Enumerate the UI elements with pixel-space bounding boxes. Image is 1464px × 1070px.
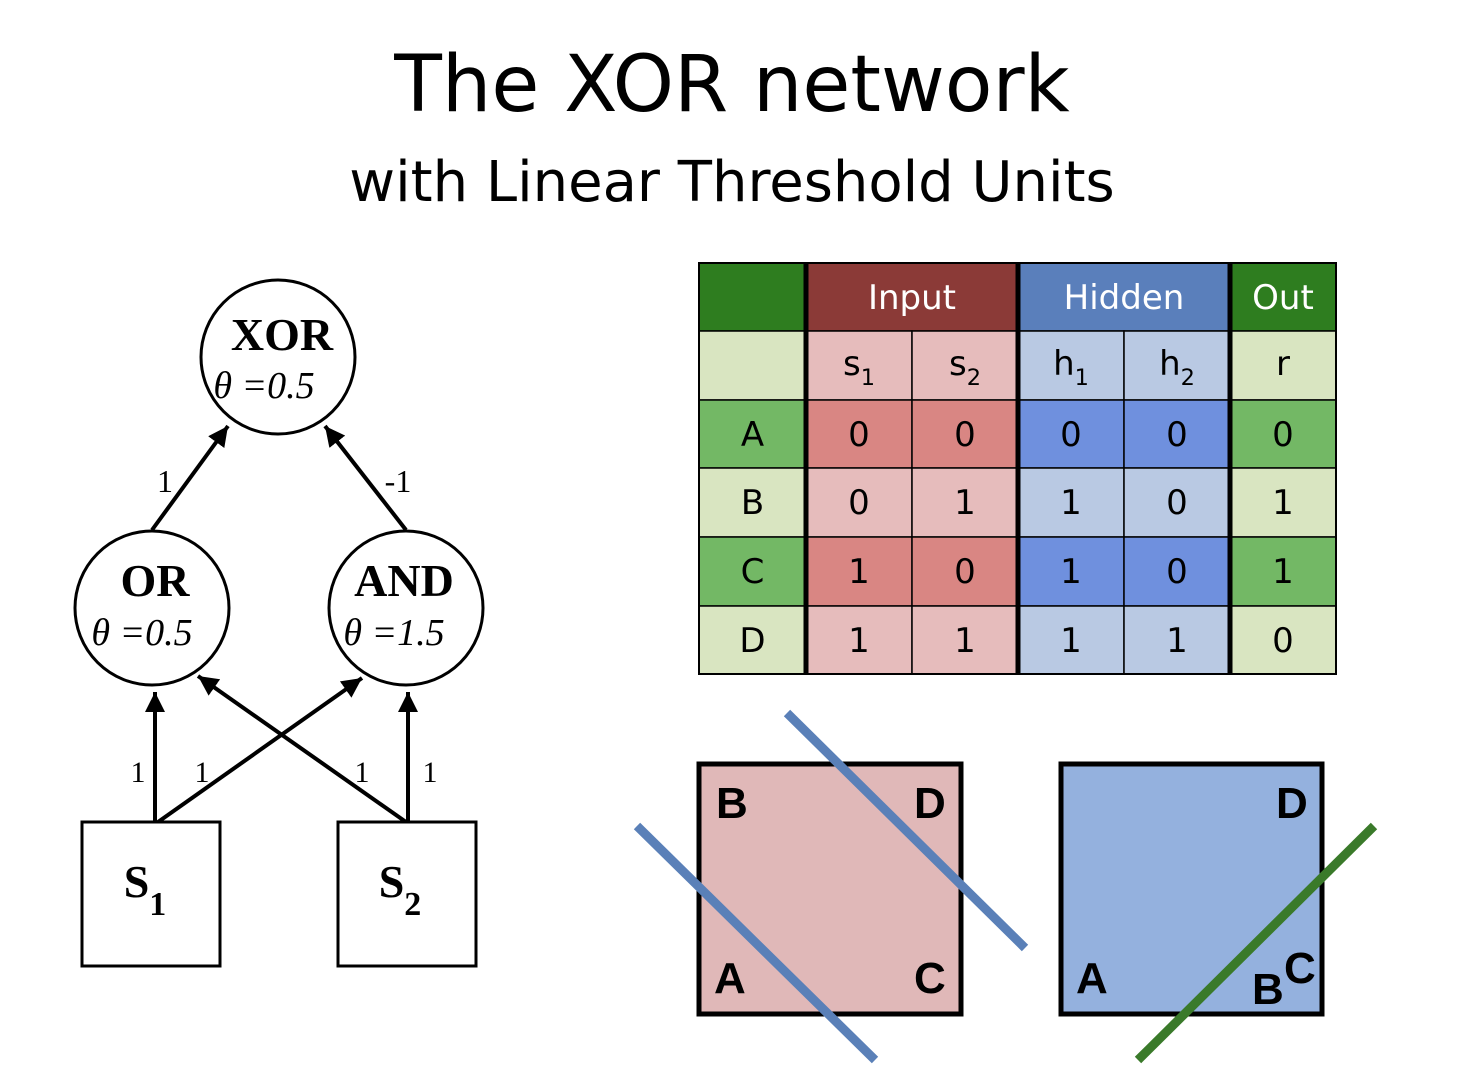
table-cell-value: 1 bbox=[1060, 621, 1082, 661]
table-cell bbox=[1017, 536, 1125, 607]
table-cell-value: 0 bbox=[954, 552, 976, 592]
network-diagram: 1 -1 1 1 1 1 XOR θ =0.5 OR θ =0.5 AND θ … bbox=[73, 278, 485, 968]
slide-subtitle: with Linear Threshold Units bbox=[349, 150, 1115, 215]
table-cell-value: 1 bbox=[1060, 552, 1082, 592]
hidden-label-c: C bbox=[1284, 944, 1316, 993]
weight-s2-to-and: 1 bbox=[423, 756, 438, 789]
table-column-label: r bbox=[1276, 344, 1290, 384]
table-border bbox=[698, 262, 1337, 675]
table-cell bbox=[911, 536, 1019, 607]
table-row-label: A bbox=[741, 415, 764, 455]
node-s1-name: S bbox=[124, 856, 150, 907]
edge-s1-to-and bbox=[156, 676, 364, 824]
table-cell-value: 1 bbox=[954, 621, 976, 661]
input-label-b: B bbox=[716, 779, 748, 828]
table-group-header-out bbox=[1229, 262, 1337, 332]
table-cell bbox=[1123, 605, 1231, 675]
input-label-a: A bbox=[714, 954, 746, 1003]
hidden-space-square bbox=[1058, 761, 1325, 1017]
edge-or-to-xor bbox=[150, 424, 230, 532]
table-column-label: s2 bbox=[949, 344, 981, 391]
table-cell bbox=[1123, 399, 1231, 469]
table-cell bbox=[1229, 467, 1337, 538]
table-cell-value: 0 bbox=[1166, 483, 1188, 523]
table-cell-value: 1 bbox=[1166, 621, 1188, 661]
table-row-label-cell bbox=[698, 605, 807, 675]
hidden-label-b: B bbox=[1252, 965, 1284, 1014]
node-s2-sub: 2 bbox=[404, 886, 421, 923]
input-label-c: C bbox=[914, 954, 946, 1003]
table-cell-value: 1 bbox=[848, 621, 870, 661]
node-s2-name: S bbox=[379, 856, 405, 907]
table-cell-value: 0 bbox=[848, 483, 870, 523]
table-cell-value: 1 bbox=[848, 552, 870, 592]
input-space-plot: B D A C bbox=[633, 709, 1029, 1064]
table-row-label: D bbox=[739, 621, 765, 661]
table-cell-value: 0 bbox=[1060, 415, 1082, 455]
input-label-d: D bbox=[914, 779, 946, 828]
node-or-theta: θ =0.5 bbox=[91, 612, 192, 654]
weight-or-to-xor: 1 bbox=[157, 463, 173, 499]
table-cell-value: 1 bbox=[1060, 483, 1082, 523]
hidden-label-d: D bbox=[1276, 779, 1308, 828]
table-column-header bbox=[1123, 330, 1231, 401]
table-row-label: C bbox=[741, 552, 765, 592]
table-cell bbox=[1229, 605, 1337, 675]
table-cell-value: 0 bbox=[1166, 415, 1188, 455]
hidden-space-plot: D A B C bbox=[1058, 761, 1378, 1064]
table-cell-value: 0 bbox=[954, 415, 976, 455]
node-xor-theta: θ =0.5 bbox=[213, 365, 314, 407]
hidden-label-a: A bbox=[1076, 954, 1108, 1003]
table-column-label: h2 bbox=[1159, 344, 1195, 391]
table-cell-value: 0 bbox=[1166, 552, 1188, 592]
node-and-theta: θ =1.5 bbox=[343, 612, 444, 654]
node-or: OR θ =0.5 bbox=[73, 529, 231, 687]
table-cell-value: 1 bbox=[1272, 483, 1294, 523]
hidden-separator-line bbox=[1134, 822, 1378, 1064]
node-s1-sub: 1 bbox=[149, 886, 166, 923]
table-cell-value: 1 bbox=[1272, 552, 1294, 592]
table-group-label-hidden: Hidden bbox=[1064, 278, 1185, 318]
weight-and-to-xor: -1 bbox=[385, 463, 412, 499]
table-cell bbox=[1017, 467, 1125, 538]
input-separator-line-2 bbox=[783, 709, 1029, 952]
weight-s1-to-and: 1 bbox=[195, 756, 210, 789]
slide-title: The XOR network bbox=[394, 40, 1070, 130]
table-cell-value: 0 bbox=[1272, 415, 1294, 455]
table-colheader-corner bbox=[698, 330, 807, 401]
table-column-header bbox=[911, 330, 1019, 401]
node-and-name: AND bbox=[354, 555, 454, 606]
table-column-label: h1 bbox=[1053, 344, 1089, 391]
table-cell bbox=[1229, 536, 1337, 607]
table-row-label: B bbox=[741, 483, 764, 523]
table-group-label-input: Input bbox=[868, 278, 956, 318]
table-cell-value: 1 bbox=[954, 483, 976, 523]
svg-text:S1: S1 bbox=[124, 856, 167, 923]
table-cell bbox=[911, 605, 1019, 675]
node-xor-name: XOR bbox=[231, 309, 334, 360]
weight-s1-to-or: 1 bbox=[131, 756, 146, 789]
table-column-header bbox=[805, 330, 913, 401]
table-group-label-out: Out bbox=[1252, 278, 1314, 318]
table-row-label-cell bbox=[698, 399, 807, 469]
edge-and-to-xor bbox=[323, 424, 408, 532]
node-s1: S1 bbox=[80, 820, 222, 968]
table-cell bbox=[805, 536, 913, 607]
weight-s2-to-or: 1 bbox=[355, 756, 370, 789]
node-or-name: OR bbox=[121, 555, 191, 606]
table-column-label: s1 bbox=[843, 344, 875, 391]
table-cell bbox=[911, 399, 1019, 469]
table-cell-value: 0 bbox=[1272, 621, 1294, 661]
table-header-corner bbox=[698, 262, 807, 332]
input-separator-line-1 bbox=[633, 822, 879, 1064]
node-xor: XOR θ =0.5 bbox=[199, 278, 357, 436]
node-and: AND θ =1.5 bbox=[327, 529, 485, 687]
edge-s2-to-or bbox=[196, 674, 408, 824]
svg-text:S2: S2 bbox=[379, 856, 422, 923]
node-s2: S2 bbox=[336, 820, 478, 968]
table-cell-value: 0 bbox=[848, 415, 870, 455]
